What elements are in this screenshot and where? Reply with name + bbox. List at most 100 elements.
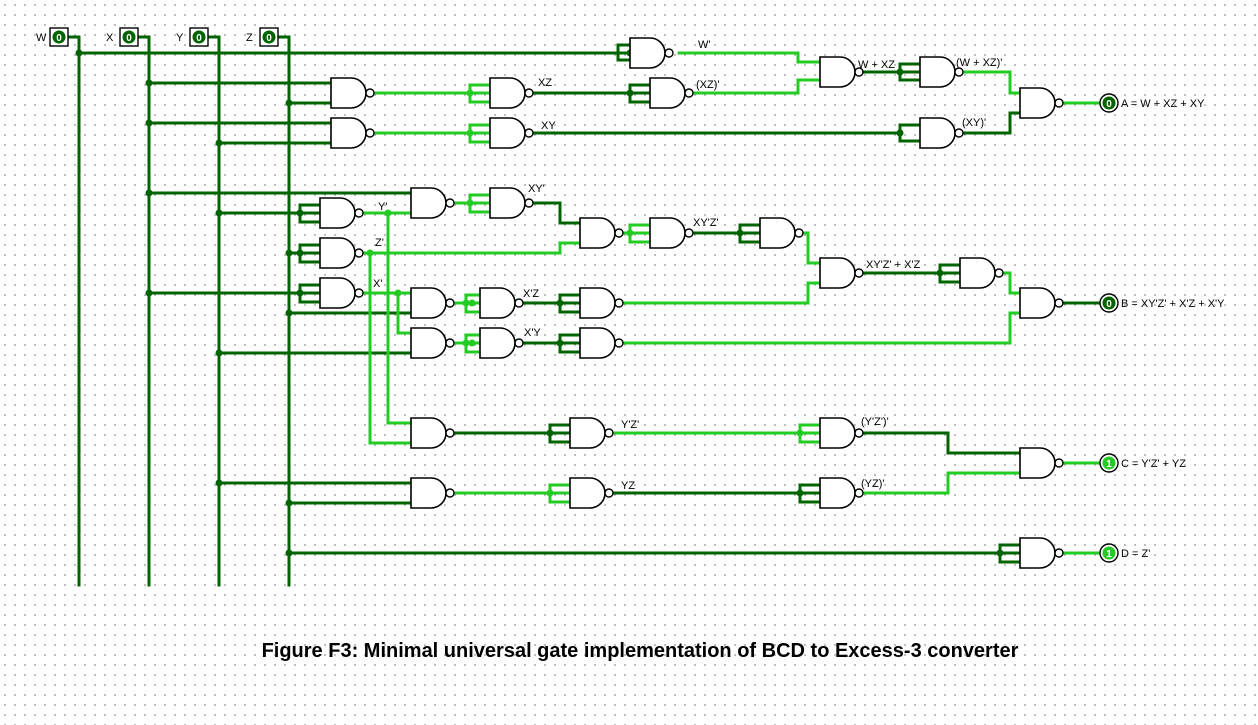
label-x-not-z: X'Z xyxy=(523,288,539,300)
nand-body xyxy=(410,287,447,319)
nand-bubble xyxy=(524,198,534,208)
nand-body xyxy=(629,37,666,69)
nand-bubble xyxy=(614,228,624,238)
output-pin-value: 0 xyxy=(1106,299,1112,310)
nand-gate xyxy=(759,217,804,249)
nand-body xyxy=(1019,87,1056,119)
nand-gate xyxy=(489,77,534,109)
wire-junction xyxy=(468,299,476,307)
wire xyxy=(548,483,572,504)
nand-bubble xyxy=(1054,458,1064,468)
nand-body xyxy=(1019,447,1056,479)
wire xyxy=(898,62,922,82)
wires xyxy=(68,35,1102,587)
wire xyxy=(138,35,151,49)
wire xyxy=(298,243,322,264)
nand-body xyxy=(569,417,606,449)
wire xyxy=(357,241,582,255)
nand-bubble xyxy=(954,67,964,77)
label-z-not: Z' xyxy=(375,237,384,249)
label-x-not-y: X'Y xyxy=(524,327,541,339)
wire-junction xyxy=(145,289,153,297)
wire xyxy=(687,78,822,95)
nand-bubble xyxy=(854,488,864,498)
nand-bubble xyxy=(354,208,364,218)
wire-junction xyxy=(145,119,153,127)
nand-body xyxy=(489,117,526,149)
nand-body xyxy=(330,117,367,149)
wire xyxy=(527,201,582,225)
nand-bubble xyxy=(854,268,864,278)
nand-body xyxy=(579,287,616,319)
nand-gate xyxy=(479,287,524,319)
nand-body xyxy=(489,77,526,109)
nand-body xyxy=(410,327,447,359)
input-pin-value: 0 xyxy=(56,33,62,44)
output-pin-led xyxy=(1102,296,1116,310)
nand-bubble xyxy=(684,88,694,98)
nand-body xyxy=(410,187,447,219)
nand-bubble xyxy=(854,428,864,438)
nand-gate xyxy=(959,257,1004,289)
wire xyxy=(558,333,582,354)
wire xyxy=(616,43,632,62)
nand-bubble xyxy=(854,67,864,77)
input-pin-name: Y xyxy=(176,32,184,44)
nand-body xyxy=(1019,537,1056,569)
output-pin-value: 1 xyxy=(1106,459,1112,470)
nand-bubble xyxy=(524,88,534,98)
nand-gate xyxy=(479,327,524,359)
label-yz: YZ xyxy=(621,480,635,492)
nand-bubble xyxy=(994,268,1004,278)
input-pin-value: 0 xyxy=(266,33,272,44)
nand-gate xyxy=(319,197,364,229)
input-pin-name: W xyxy=(36,32,47,44)
input-pin-value: 0 xyxy=(196,33,202,44)
wire xyxy=(957,70,1022,95)
nand-body xyxy=(819,417,856,449)
input-pin-name: X xyxy=(106,32,114,44)
label-xz-not: (XZ)' xyxy=(696,79,719,91)
label-xypzp: XY'Z' xyxy=(693,217,719,229)
nand-gate xyxy=(319,277,364,309)
wire-junction xyxy=(215,209,223,217)
nand-body xyxy=(819,257,856,289)
nand-gate xyxy=(489,117,534,149)
wire xyxy=(278,35,291,49)
wire xyxy=(386,211,413,425)
nand-bubble xyxy=(954,128,964,138)
wire xyxy=(464,333,482,354)
nand-gate xyxy=(649,77,694,109)
label-ypzp: Y'Z' xyxy=(621,419,639,431)
wire xyxy=(208,35,221,49)
wire xyxy=(798,483,822,504)
nand-gate xyxy=(819,477,864,509)
nand-gate xyxy=(649,217,694,249)
label-y-not: Y' xyxy=(378,201,387,213)
nand-gate xyxy=(579,327,624,359)
wire xyxy=(468,83,492,104)
nand-bubble xyxy=(445,338,455,348)
nand-gate xyxy=(1019,287,1064,319)
wire-junction xyxy=(145,79,153,87)
nand-body xyxy=(489,187,526,219)
label-xz: XZ xyxy=(538,77,552,89)
wire-junction xyxy=(75,49,83,57)
output-label: A = W + XZ + XY xyxy=(1121,98,1205,110)
nand-bubble xyxy=(445,488,455,498)
wire xyxy=(738,223,762,244)
nand-bubble xyxy=(524,128,534,138)
nand-gate xyxy=(410,187,455,219)
nand-body xyxy=(919,56,956,88)
nand-bubble xyxy=(354,248,364,258)
label-ypzp-not: (Y'Z')' xyxy=(861,416,889,428)
label-xy-prime: XY' xyxy=(528,183,545,195)
wire xyxy=(558,293,582,314)
nand-bubble xyxy=(664,48,674,58)
nand-gate xyxy=(819,417,864,449)
nand-gate xyxy=(330,117,375,149)
wire xyxy=(468,123,492,144)
nand-bubble xyxy=(365,88,375,98)
wire-junction xyxy=(215,349,223,357)
